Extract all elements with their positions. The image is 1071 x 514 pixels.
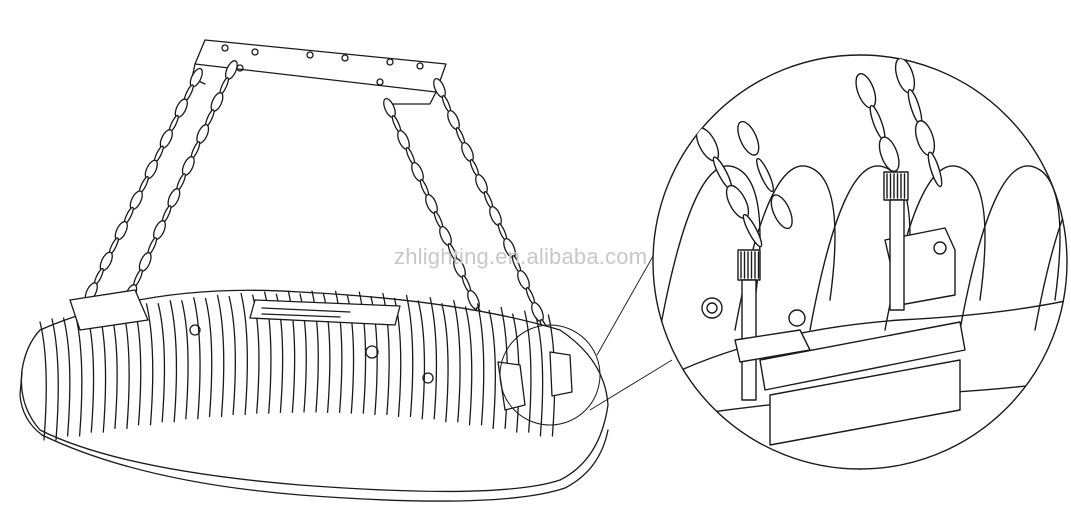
fin bbox=[39, 321, 47, 441]
fin bbox=[62, 317, 71, 437]
high-bay-fixture bbox=[19, 39, 609, 502]
fin-edge bbox=[169, 300, 178, 423]
fin-edge bbox=[476, 303, 485, 426]
fin-edge bbox=[382, 292, 390, 416]
fin bbox=[441, 303, 449, 423]
fin-edge bbox=[51, 318, 59, 441]
fin-edge bbox=[429, 297, 438, 420]
fin-edge bbox=[453, 300, 461, 423]
mounting-bracket bbox=[191, 39, 447, 105]
chain-4 bbox=[433, 78, 558, 354]
chain-1 bbox=[78, 67, 203, 317]
fin bbox=[157, 303, 166, 423]
fin-edge bbox=[311, 290, 319, 413]
magnified-detail bbox=[652, 54, 1068, 470]
fin bbox=[204, 297, 213, 418]
chain-2 bbox=[118, 60, 238, 319]
fin bbox=[181, 300, 189, 420]
fin bbox=[488, 309, 496, 430]
fin-edge bbox=[240, 292, 248, 416]
housing-body bbox=[19, 289, 609, 502]
fin bbox=[512, 313, 520, 433]
fin-edge bbox=[358, 291, 367, 414]
fin-edge bbox=[405, 294, 414, 418]
fin-edge bbox=[500, 306, 508, 430]
fin bbox=[535, 317, 544, 437]
fin-edge bbox=[334, 290, 343, 413]
watermark-text: zhlighting.en.alibaba.com bbox=[394, 244, 648, 269]
fin-edge bbox=[74, 314, 83, 437]
fin-edge bbox=[193, 297, 201, 420]
fin bbox=[228, 295, 236, 416]
fin bbox=[417, 300, 426, 420]
fin bbox=[464, 306, 473, 426]
fin-edge bbox=[145, 303, 154, 426]
fin-edge bbox=[524, 310, 532, 433]
fin-edge bbox=[216, 294, 225, 418]
